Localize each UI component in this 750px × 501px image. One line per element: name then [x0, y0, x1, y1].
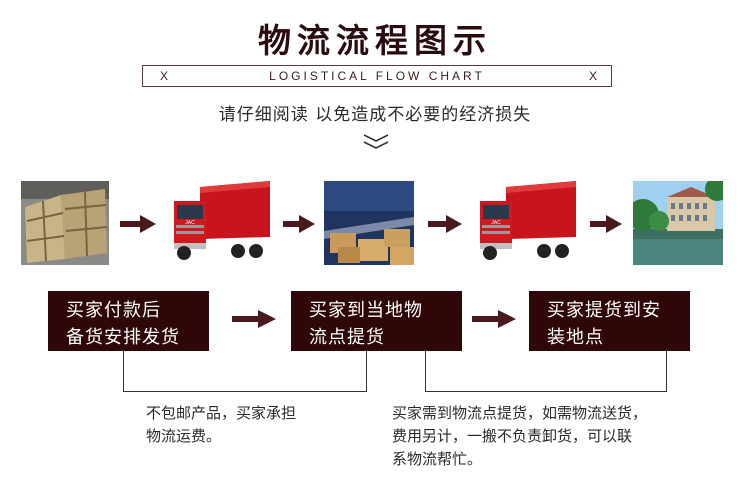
- red-truck-photo: JAC: [168, 181, 272, 265]
- page-title: 物流流程图示: [258, 21, 492, 60]
- flow-arrow-icon: [232, 310, 276, 328]
- destination-building-photo: [633, 181, 723, 265]
- notice-text: 请仔细阅读 以免造成不必要的经济损失: [218, 105, 532, 125]
- note-2: 买家需到物流点提货，如需物流送货， 费用另计，一搬不负责卸货，可以联 系物流帮忙…: [392, 402, 732, 471]
- red-truck-photo: JAC: [474, 181, 578, 265]
- note-1: 不包邮产品，买家承担 物流运费。: [146, 402, 366, 448]
- flow-arrow-icon: [120, 215, 156, 233]
- note-2-line: 系物流帮忙。: [392, 450, 483, 468]
- warehouse-boxes-photo: [324, 181, 414, 265]
- x-mark-left: X: [160, 69, 169, 83]
- step-box-1: 买家付款后 备货安排发货: [48, 291, 209, 351]
- step-box-3: 买家提货到安 装地点: [529, 291, 690, 351]
- truck-brand-badge: JAC: [185, 220, 195, 226]
- step-box-2: 买家到当地物 流点提货: [291, 291, 462, 351]
- flow-arrow-icon: [472, 310, 516, 328]
- note-2-line: 买家需到物流点提货，如需物流送货，: [392, 404, 648, 422]
- flow-arrow-icon: [590, 215, 622, 233]
- step-3-line-2: 装地点: [547, 327, 604, 348]
- flow-arrow-icon: [283, 215, 315, 233]
- bracket-line-2: [425, 351, 667, 392]
- step-1-line-1: 买家付款后: [66, 300, 161, 321]
- step-1-line-2: 备货安排发货: [66, 327, 180, 348]
- bracket-line-1: [123, 351, 367, 392]
- step-2-line-1: 买家到当地物: [309, 300, 423, 321]
- double-chevron-down-icon: [363, 134, 389, 149]
- x-mark-right: X: [589, 69, 598, 83]
- flow-arrow-icon: [428, 215, 462, 233]
- subtitle-frame: [142, 65, 612, 87]
- step-2-line-2: 流点提货: [309, 327, 385, 348]
- crated-goods-photo: [21, 181, 109, 265]
- step-3-line-1: 买家提货到安: [547, 300, 661, 321]
- subtitle: LOGISTICAL FLOW CHART: [269, 69, 485, 83]
- note-1-line: 不包邮产品，买家承担: [146, 404, 297, 422]
- note-1-line: 物流运费。: [146, 427, 222, 445]
- truck-brand-badge: JAC: [491, 220, 501, 226]
- note-2-line: 费用另计，一搬不负责卸货，可以联: [392, 427, 633, 445]
